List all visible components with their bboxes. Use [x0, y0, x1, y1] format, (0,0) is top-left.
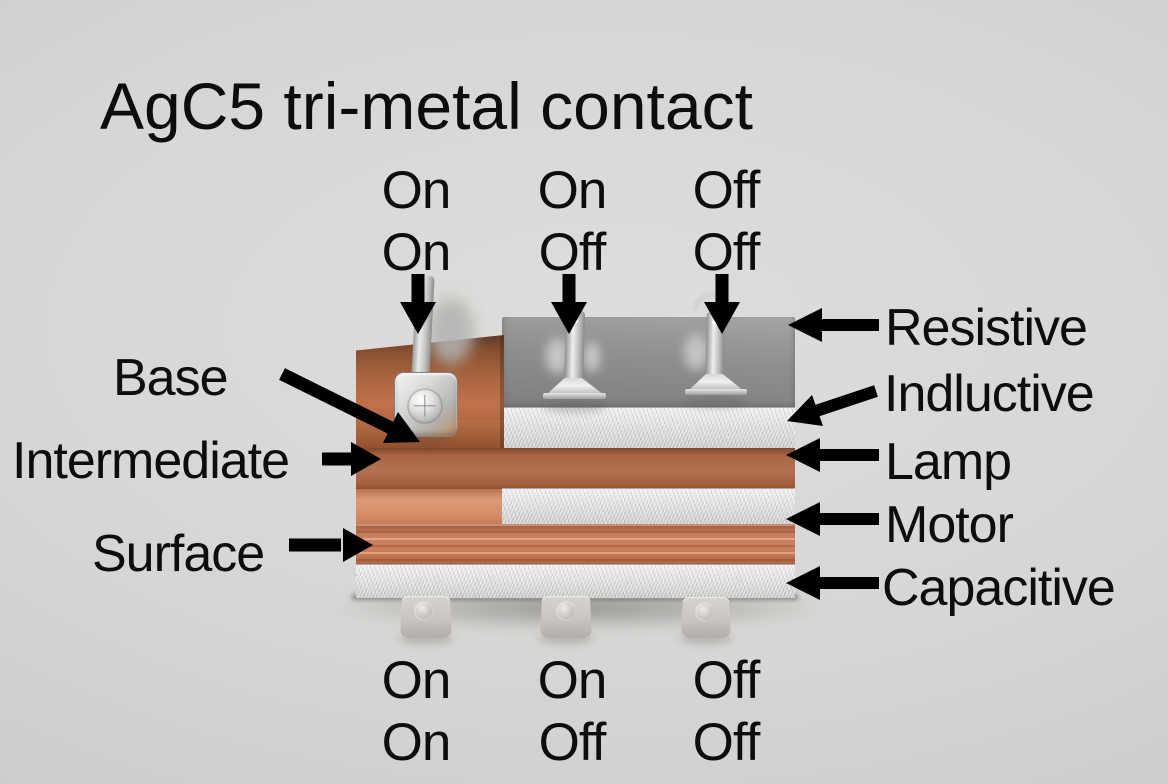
load-label-motor: Motor	[885, 496, 1014, 554]
down-arrow-icon-terminal2	[551, 274, 587, 334]
left-terminal-screw	[407, 388, 443, 424]
bottom-tab2-shadow	[538, 634, 594, 644]
bottom-tab3-screw	[695, 602, 715, 622]
left-terminal-blur	[428, 298, 474, 364]
bottom-state-row2-col3: Off	[692, 713, 761, 772]
bottom-tab1-screw	[414, 601, 434, 621]
middle-terminal-reflection	[542, 400, 606, 413]
copper-layer-surface	[356, 524, 795, 565]
load-label-capacitive: Capacitive	[882, 559, 1116, 617]
bottom-state-row2-col1: On	[381, 713, 452, 772]
load-label-resistive: Resistive	[885, 299, 1088, 357]
right-terminal-foot-base	[685, 389, 747, 395]
right-terminal-wing	[684, 334, 708, 370]
top-state-row1-col2: On	[537, 161, 608, 220]
bottom-state-row2-col2: Off	[538, 713, 607, 772]
bottom-tab2-screw	[556, 601, 576, 621]
bottom-tab1-shadow	[398, 634, 454, 644]
plate-seam	[500, 336, 504, 448]
middle-terminal-wing-right	[584, 342, 600, 372]
surface-arrow-icon	[289, 528, 373, 562]
top-state-row2-col1: On	[381, 223, 452, 282]
layer-label-intermediate: Intermediate	[12, 432, 290, 490]
indluctive-arrow-icon	[787, 385, 878, 426]
silver-layer-indluctive	[504, 407, 795, 451]
silver-layer-motor	[502, 488, 795, 527]
motor-arrow-icon	[786, 502, 879, 536]
bottom-tab3-shadow	[679, 634, 733, 644]
copper-layer-intermediate	[356, 448, 795, 489]
layer-label-surface: Surface	[92, 525, 265, 583]
right-terminal-reflection	[684, 396, 746, 408]
left-terminal-shadow	[398, 436, 456, 446]
capacitive-arrow-icon	[786, 566, 879, 600]
resistive-arrow-icon	[788, 308, 879, 342]
top-state-row2-col3: Off	[692, 223, 761, 282]
bottom-state-row1-col1: On	[381, 651, 452, 710]
load-label-lamp: Lamp	[885, 433, 1012, 491]
down-arrow-icon-terminal1	[400, 274, 436, 334]
intermediate-arrow-icon	[322, 442, 381, 476]
down-arrow-icon-terminal3	[704, 274, 740, 334]
lamp-arrow-icon	[786, 438, 879, 472]
load-label-indluctive: Indluctive	[884, 365, 1095, 423]
base-arrow-icon	[279, 368, 420, 443]
bottom-state-row1-col2: On	[537, 651, 608, 710]
top-state-row1-col3: Off	[692, 161, 761, 220]
layer-label-base: Base	[113, 349, 229, 407]
top-state-row1-col1: On	[381, 161, 452, 220]
bottom-state-row1-col3: Off	[692, 651, 761, 710]
middle-terminal-wing-left	[546, 338, 568, 374]
top-state-row2-col2: Off	[538, 223, 607, 282]
copper-layer-light	[356, 488, 503, 526]
middle-terminal-foot-base	[543, 393, 606, 399]
page-title: AgC5 tri-metal contact	[100, 69, 753, 143]
